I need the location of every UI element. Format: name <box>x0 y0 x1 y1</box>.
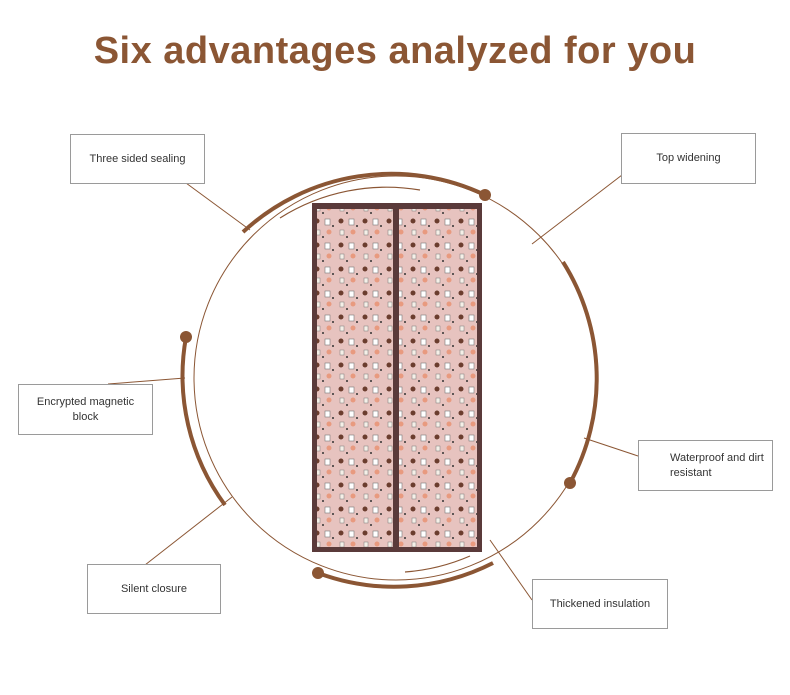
arc-right <box>561 260 599 484</box>
door-curtain <box>312 203 482 552</box>
arc-top <box>241 171 486 234</box>
label-thickened-insulation: Thickened insulation <box>532 579 668 629</box>
label-encrypted-magnetic-block: Encrypted magnetic block <box>18 384 153 435</box>
arc-bottom <box>317 561 494 589</box>
arc-left <box>180 336 227 507</box>
label-top-widening: Top widening <box>621 133 756 184</box>
label-three-sided-sealing: Three sided sealing <box>70 134 205 184</box>
label-waterproof: Waterproof and dirt resistant <box>638 440 773 491</box>
leader-lines <box>107 174 639 601</box>
label-silent-closure: Silent closure <box>87 564 221 614</box>
page-title: Six advantages analyzed for you <box>93 30 697 72</box>
